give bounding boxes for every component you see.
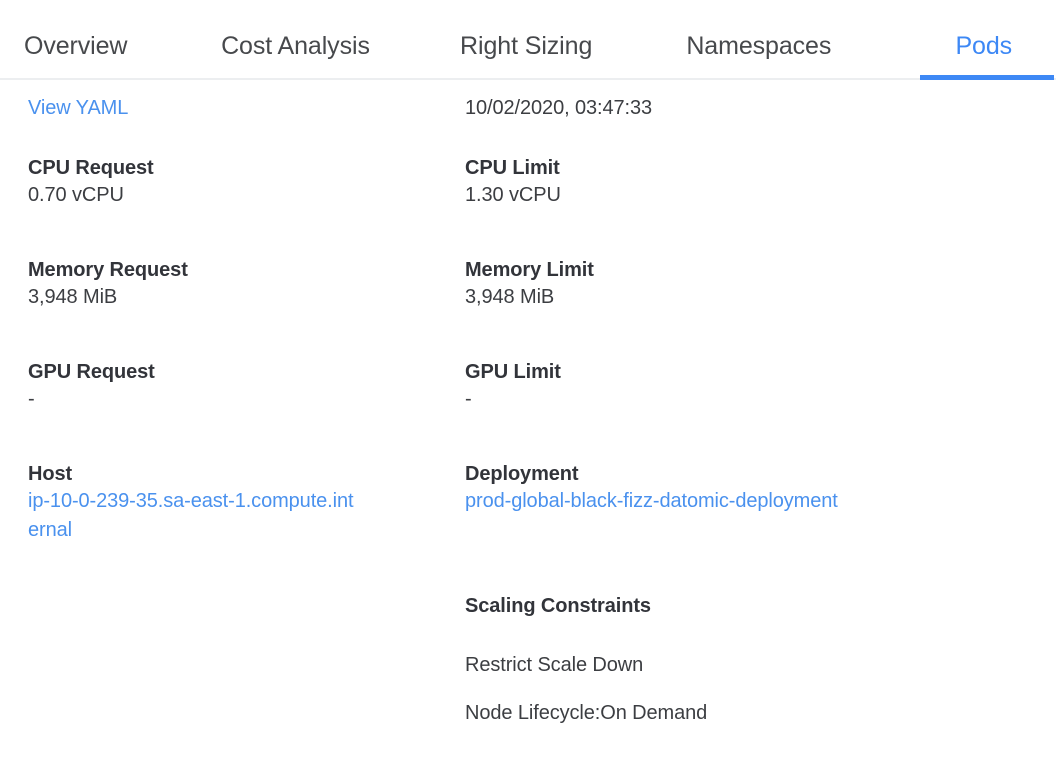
- tab-cost-analysis-label: Cost Analysis: [221, 32, 370, 60]
- gpu-limit-label: GPU Limit: [465, 361, 561, 383]
- field-cpu-request: CPU Request 0.70 vCPU: [28, 155, 428, 210]
- tab-list: Overview Cost Analysis Right Sizing Name…: [0, 0, 1056, 80]
- tab-namespaces[interactable]: Namespaces: [680, 0, 911, 78]
- tab-right-sizing[interactable]: Right Sizing: [454, 0, 680, 78]
- deployment-label: Deployment: [465, 463, 579, 485]
- scaling-constraints-label: Scaling Constraints: [465, 595, 651, 617]
- timestamp-value: 10/02/2020, 03:47:33: [465, 97, 653, 119]
- tab-overview-label: Overview: [24, 32, 128, 60]
- field-gpu-request: GPU Request -: [28, 359, 428, 414]
- tab-overview[interactable]: Overview: [18, 0, 215, 78]
- memory-limit-label: Memory Limit: [465, 259, 594, 281]
- memory-request-value: 3,948 MiB: [28, 286, 118, 308]
- field-deployment: Deployment prod-global-black-fizz-datomi…: [465, 461, 865, 516]
- field-timestamp: 10/02/2020, 03:47:33: [465, 94, 865, 123]
- field-view-yaml: View YAML: [28, 94, 428, 123]
- memory-request-label: Memory Request: [28, 259, 188, 281]
- tab-namespaces-label: Namespaces: [686, 32, 832, 60]
- cpu-limit-value: 1.30 vCPU: [465, 184, 561, 206]
- host-label: Host: [28, 463, 73, 485]
- tab-pods[interactable]: Pods: [912, 0, 1056, 80]
- tab-pods-label: Pods: [955, 32, 1013, 60]
- field-scaling-constraints: Scaling Constraints: [465, 593, 865, 619]
- view-yaml-link[interactable]: View YAML: [28, 97, 129, 119]
- gpu-request-value: -: [28, 388, 35, 410]
- field-cpu-limit: CPU Limit 1.30 vCPU: [465, 155, 865, 210]
- memory-limit-value: 3,948 MiB: [465, 286, 555, 308]
- cpu-request-value: 0.70 vCPU: [28, 184, 124, 206]
- gpu-limit-value: -: [465, 388, 472, 410]
- tab-bar: Overview Cost Analysis Right Sizing Name…: [0, 0, 1056, 80]
- field-memory-limit: Memory Limit 3,948 MiB: [465, 257, 865, 312]
- scaling-constraint-item: Node Lifecycle:On Demand: [465, 702, 708, 724]
- field-gpu-limit: GPU Limit -: [465, 359, 865, 414]
- scaling-constraint-item: Restrict Scale Down: [465, 654, 644, 676]
- deployment-link[interactable]: prod-global-black-fizz-datomic-deploymen…: [465, 490, 838, 512]
- tab-right-sizing-label: Right Sizing: [460, 32, 593, 60]
- gpu-request-label: GPU Request: [28, 361, 155, 383]
- field-memory-request: Memory Request 3,948 MiB: [28, 257, 428, 312]
- tab-cost-analysis[interactable]: Cost Analysis: [215, 0, 454, 78]
- tab-active-underline: [919, 75, 1054, 80]
- cpu-limit-label: CPU Limit: [465, 157, 560, 179]
- cpu-request-label: CPU Request: [28, 157, 154, 179]
- host-link[interactable]: ip-10-0-239-35.sa-east-1.compute.interna…: [28, 490, 354, 541]
- field-host: Host ip-10-0-239-35.sa-east-1.compute.in…: [28, 461, 428, 545]
